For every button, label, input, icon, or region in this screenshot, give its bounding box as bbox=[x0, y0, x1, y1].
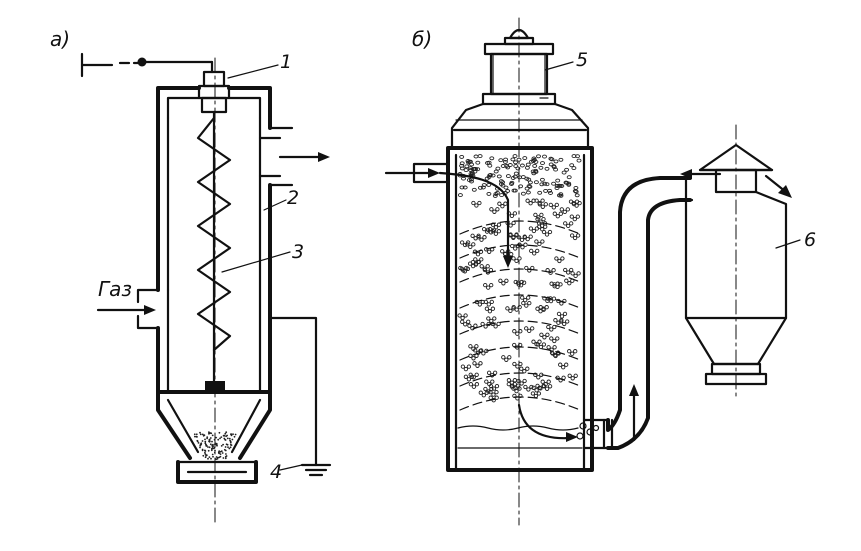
cyclone-separator bbox=[680, 143, 792, 386]
callout-1: 1 bbox=[280, 51, 292, 73]
callout-6: 6 bbox=[804, 229, 816, 251]
callout-2: 2 bbox=[287, 187, 299, 209]
callout-4: 4 bbox=[270, 461, 282, 483]
gas-outlet-arrow bbox=[278, 152, 330, 162]
inlet-nozzle bbox=[384, 162, 450, 184]
outlet-duct bbox=[576, 176, 692, 450]
bed-layer-lines bbox=[459, 220, 581, 411]
callout-3: 3 bbox=[292, 241, 304, 263]
column-shell bbox=[446, 146, 594, 472]
callout-5: 5 bbox=[576, 49, 588, 71]
gas-inlet-arrow bbox=[96, 305, 156, 315]
insulator bbox=[197, 70, 231, 114]
dust-deposit bbox=[193, 431, 237, 461]
column-b: б) bbox=[384, 17, 816, 526]
ground-connection bbox=[268, 316, 332, 477]
corona-electrode bbox=[196, 110, 232, 393]
housing bbox=[136, 86, 294, 484]
panel-a-label: а) bbox=[50, 27, 70, 51]
column-top-cap bbox=[481, 28, 557, 106]
switch-contact bbox=[137, 57, 147, 67]
panel-b-label: б) bbox=[412, 27, 432, 51]
precipitator-a: а) bbox=[50, 27, 332, 526]
power-supply-line bbox=[80, 52, 214, 78]
electrode-weight bbox=[205, 381, 225, 393]
gas-label: Газ bbox=[98, 277, 132, 301]
packed-bed bbox=[457, 154, 582, 403]
internal-flow-arrows bbox=[438, 171, 578, 442]
